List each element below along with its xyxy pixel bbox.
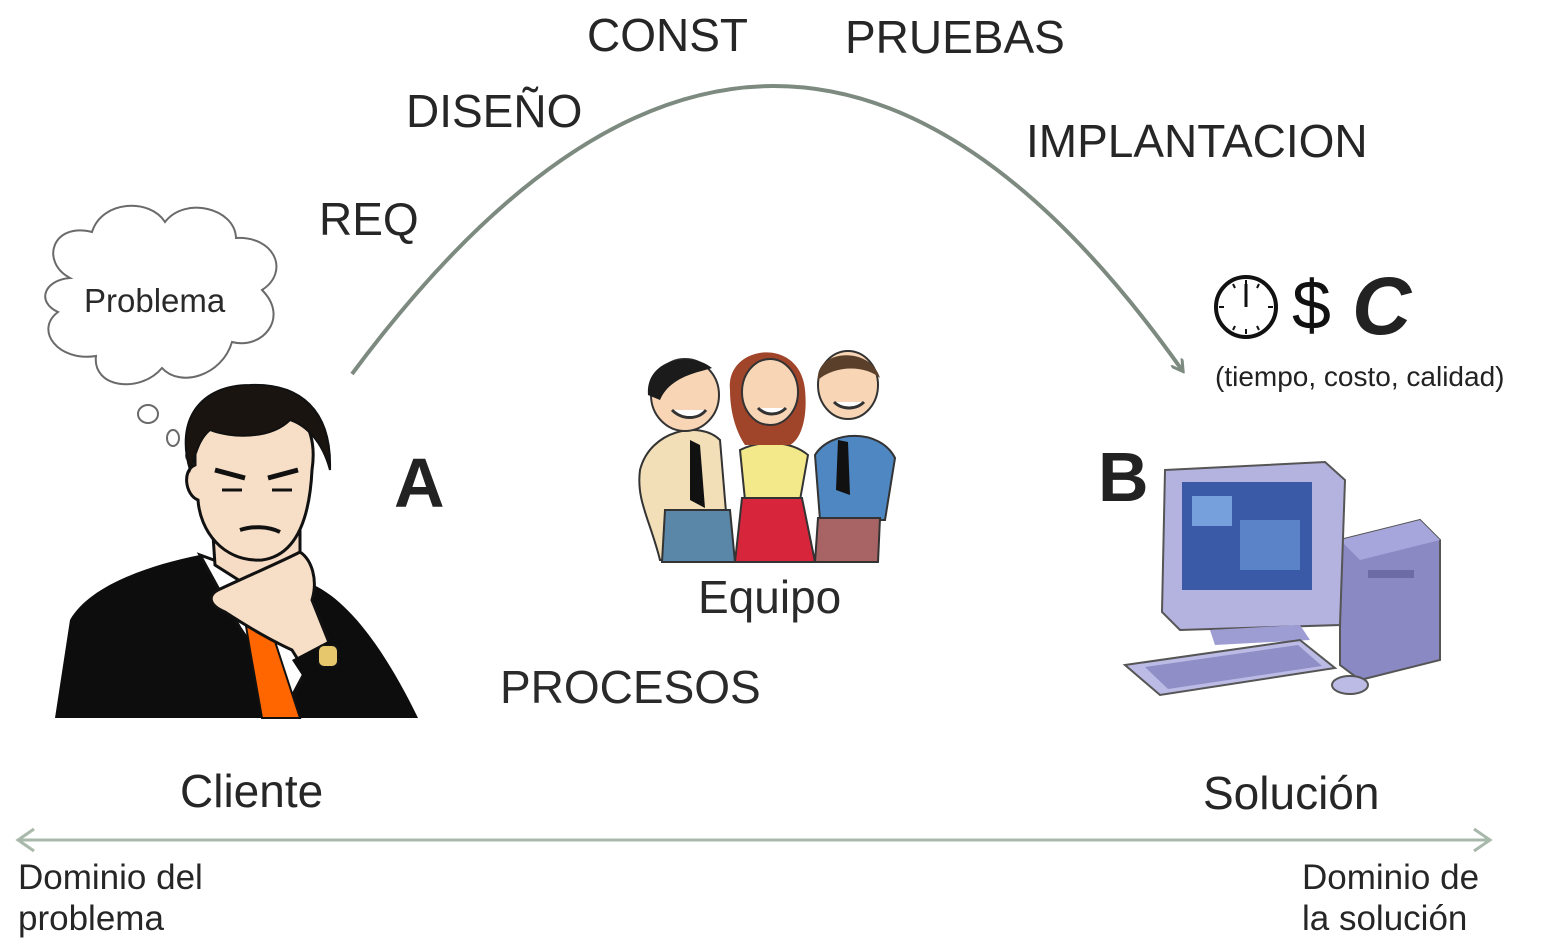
solution-domain-line-2: la solución [1302,899,1468,939]
thought-text: Problema [84,282,226,319]
phase-diseno: DISEÑO [406,85,583,137]
process-label: PROCESOS [500,661,761,713]
axis-left-arrowhead [15,827,35,853]
solution-domain-label: Dominio de la solución [1302,857,1479,940]
problem-domain-label: Dominio del problema [18,857,203,940]
client-label: Cliente [180,765,324,817]
axis-right-arrowhead [1473,827,1493,853]
point-a: A [394,444,445,522]
solution-domain-line-1: Dominio de [1302,858,1480,897]
problem-domain-line-2: problema [18,899,164,939]
cost-symbol: $ [1292,266,1331,344]
phase-const: CONST [587,9,748,61]
phase-pruebas: PRUEBAS [845,11,1065,63]
point-b: B [1098,438,1149,516]
process-arc-arrow [350,84,1182,376]
solution-label: Solución [1203,767,1380,819]
quality-symbol: C [1352,261,1412,352]
constraints-caption: (tiempo, costo, calidad) [1215,361,1505,392]
phase-req: REQ [319,193,419,245]
problem-domain-line-1: Dominio del [18,858,203,897]
team-label: Equipo [698,571,842,623]
phase-implantacion: IMPLANTACION [1026,115,1368,167]
